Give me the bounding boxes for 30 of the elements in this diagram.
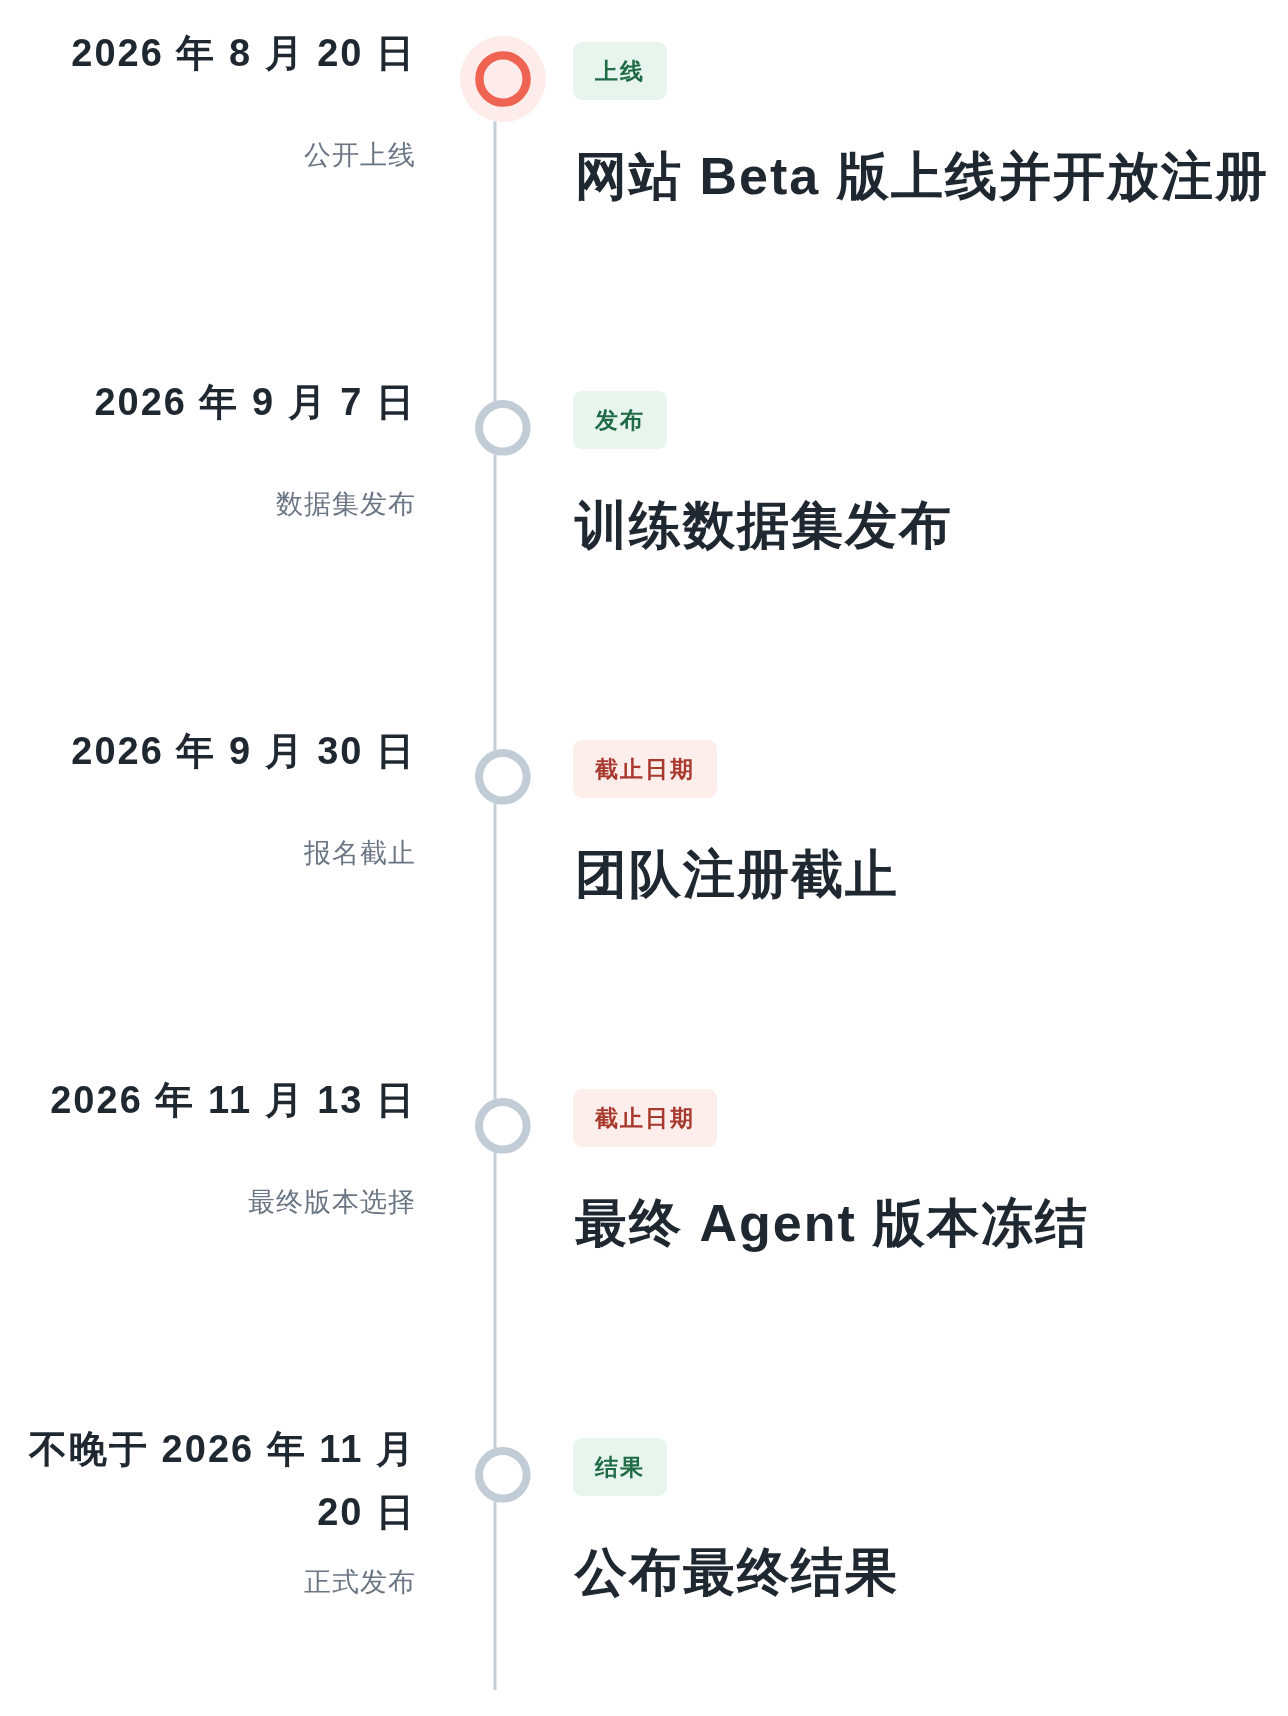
timeline-line bbox=[493, 121, 497, 402]
event-subtitle: 最终版本选择 bbox=[248, 1186, 416, 1219]
date-text: 2026 年 9 月 7 日 bbox=[94, 380, 416, 425]
status-tag: 结果 bbox=[573, 1438, 667, 1496]
event-title: 最终 Agent 版本冻结 bbox=[575, 1193, 1090, 1254]
date-text: 2026 年 11 月 13 日 bbox=[50, 1078, 416, 1123]
event-title: 团队注册截止 bbox=[575, 844, 899, 905]
status-tag: 上线 bbox=[573, 42, 667, 100]
date-text: 2026 年 8 月 20 日 bbox=[71, 31, 416, 76]
timeline-marker-icon bbox=[475, 1447, 531, 1503]
timeline-marker-icon bbox=[475, 400, 531, 456]
timeline-line bbox=[493, 1501, 497, 1690]
date-text: 不晚于 2026 年 11 月 20 日 bbox=[28, 1427, 416, 1535]
timeline-marker-icon bbox=[475, 1098, 531, 1154]
event-subtitle: 数据集发布 bbox=[276, 488, 416, 521]
status-tag: 截止日期 bbox=[573, 740, 717, 798]
timeline-line bbox=[493, 803, 497, 1100]
event-title: 训练数据集发布 bbox=[575, 495, 953, 556]
status-tag: 截止日期 bbox=[573, 1089, 717, 1147]
timeline-line bbox=[493, 454, 497, 751]
event-title: 网站 Beta 版上线并开放注册 bbox=[575, 146, 1269, 207]
timeline-marker-icon bbox=[475, 749, 531, 805]
timeline-marker-icon bbox=[460, 36, 546, 122]
date-text: 2026 年 9 月 30 日 bbox=[71, 729, 416, 774]
status-tag: 发布 bbox=[573, 391, 667, 449]
event-title: 公布最终结果 bbox=[575, 1542, 899, 1603]
event-subtitle: 报名截止 bbox=[304, 837, 416, 870]
timeline-line bbox=[493, 1152, 497, 1449]
event-subtitle: 公开上线 bbox=[304, 139, 416, 172]
event-subtitle: 正式发布 bbox=[304, 1566, 416, 1599]
